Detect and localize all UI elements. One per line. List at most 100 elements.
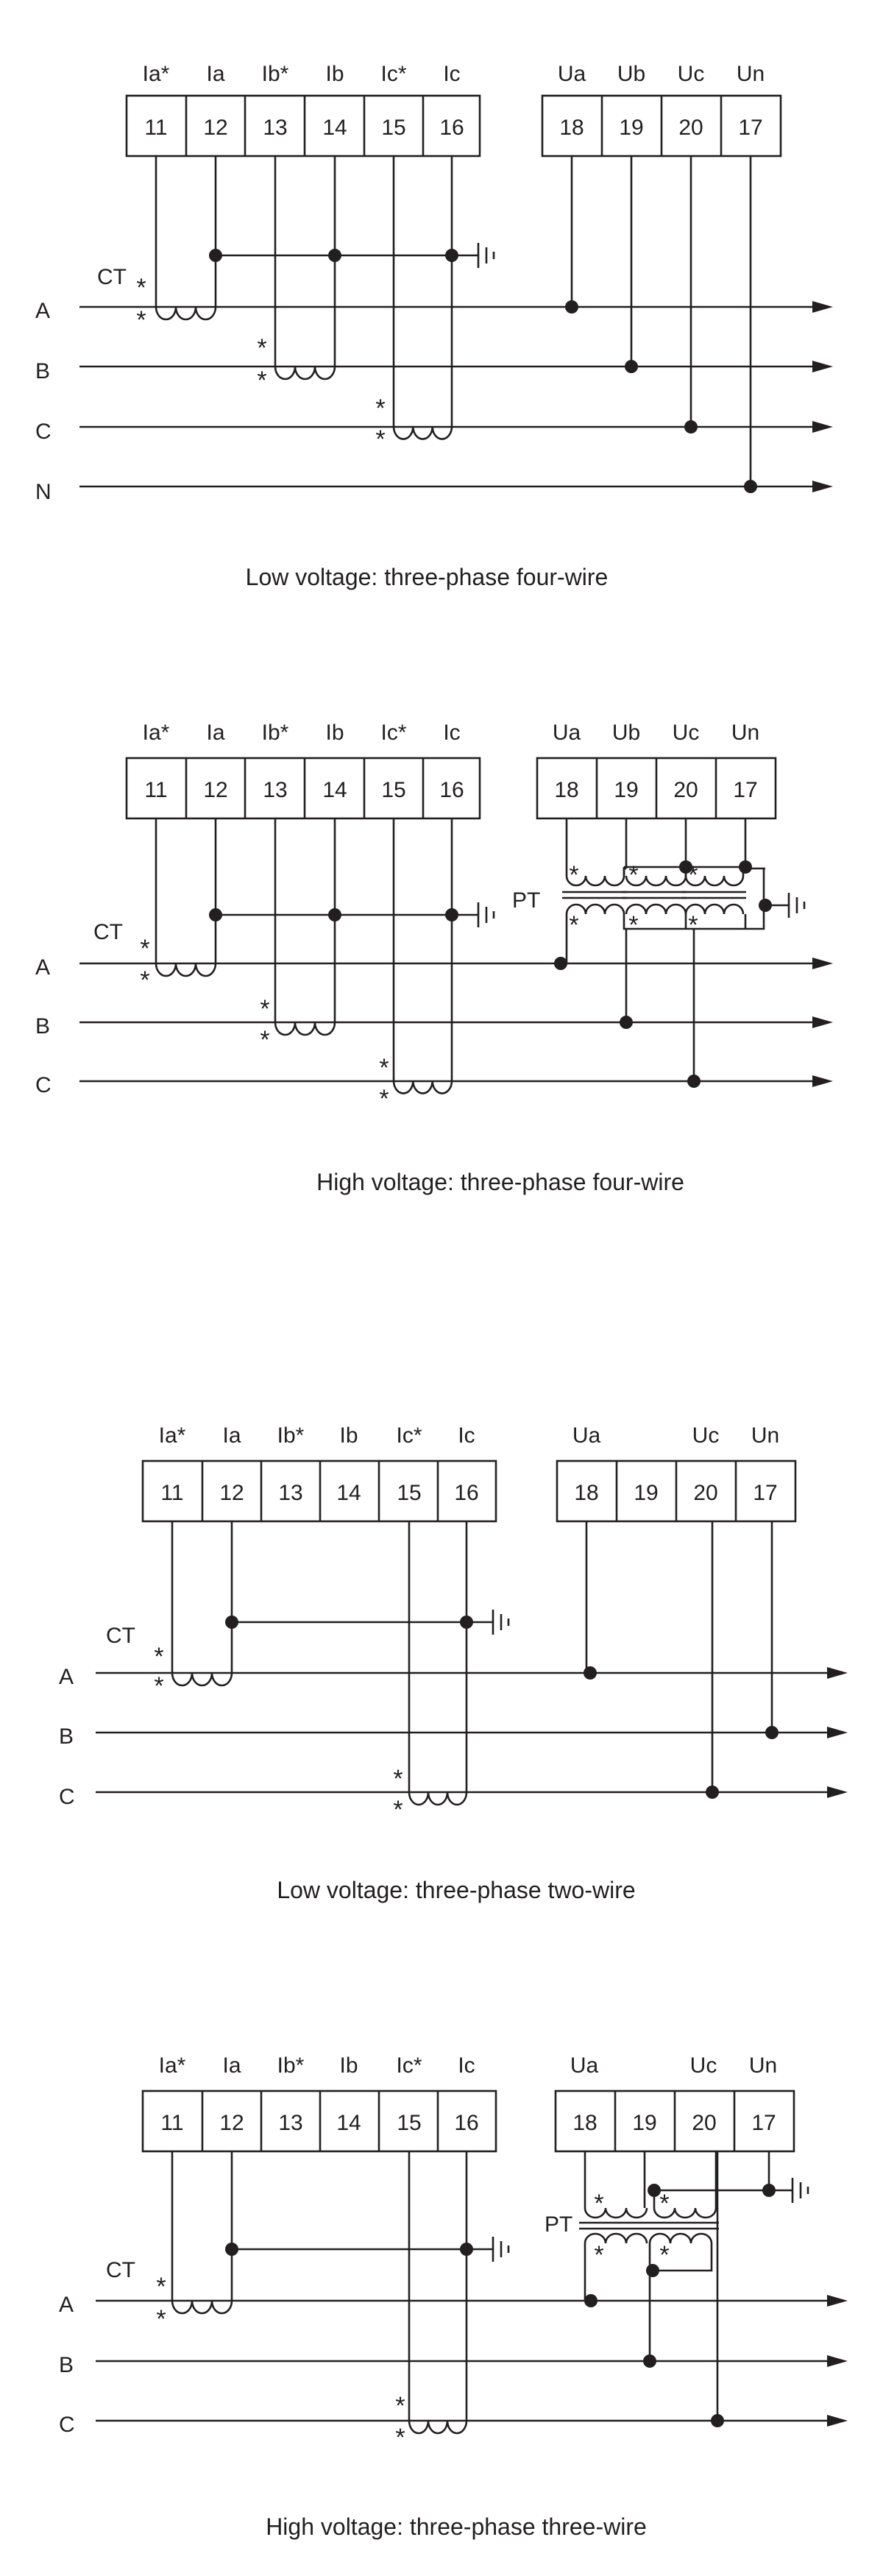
polarity-mark: * — [594, 2241, 603, 2269]
diagram-high-voltage-four-wire: Ia* Ia Ib* Ib Ic* Ic Ua Ub Uc Un 11 12 1… — [35, 721, 833, 1195]
label-ua: Ua — [570, 2053, 599, 2078]
label-ic-star: Ic* — [380, 721, 406, 745]
polarity-mark: * — [393, 1796, 403, 1824]
diagram-caption: High voltage: three-phase four-wire — [316, 1169, 684, 1195]
label-ia-star: Ia* — [159, 2053, 186, 2078]
junction-dot — [706, 1786, 719, 1799]
arrow-head — [812, 481, 833, 492]
polarity-mark: * — [659, 2241, 669, 2269]
line-label-b: B — [35, 1014, 50, 1038]
arrow-head — [812, 361, 833, 372]
label-ib-star: Ib* — [277, 1423, 305, 1448]
label-un: Un — [751, 1423, 779, 1448]
polarity-mark: * — [136, 306, 146, 334]
ct-coil-a: * * — [136, 156, 217, 334]
line-label-a: A — [59, 1665, 74, 1689]
terminal-18: 18 — [574, 1481, 598, 1505]
label-un: Un — [731, 721, 759, 745]
pt-transformers: * * * * — [579, 2151, 769, 2421]
pt-label: PT — [512, 888, 540, 913]
label-un: Un — [737, 62, 765, 86]
terminal-20: 20 — [693, 1481, 717, 1505]
polarity-mark: * — [140, 935, 149, 963]
label-ua: Ua — [572, 1423, 601, 1448]
terminal-14: 14 — [336, 2111, 361, 2135]
ct-coil-b: * * — [260, 818, 336, 1054]
line-label-b: B — [59, 1724, 74, 1749]
terminal-14: 14 — [322, 778, 347, 802]
terminal-11: 11 — [144, 778, 167, 802]
arrow-head — [827, 2415, 848, 2427]
junction-dot — [328, 249, 341, 262]
terminal-11: 11 — [160, 2111, 183, 2135]
current-terminal-block — [141, 1459, 497, 1523]
polarity-mark: * — [628, 911, 638, 939]
pt-label: PT — [545, 2212, 572, 2237]
ct-coil-c: * * — [375, 156, 453, 453]
arrow-head — [812, 301, 833, 313]
terminal-15: 15 — [397, 1481, 421, 1505]
polarity-mark: * — [688, 911, 698, 939]
junction-dot — [565, 300, 578, 314]
label-ub: Ub — [612, 721, 640, 745]
ct-coil-a: * * — [140, 818, 217, 994]
line-label-a: A — [59, 2293, 74, 2317]
label-ia: Ia — [222, 2053, 241, 2078]
label-uc: Uc — [678, 62, 705, 86]
polarity-mark: * — [628, 861, 638, 889]
label-ib: Ib — [339, 1423, 358, 1448]
label-ia: Ia — [206, 721, 224, 745]
terminal-17: 17 — [733, 778, 757, 802]
terminal-19: 19 — [619, 116, 643, 140]
label-uc: Uc — [690, 2053, 717, 2078]
polarity-mark: * — [569, 861, 578, 889]
ct-coil-a: * * — [156, 2151, 233, 2333]
junction-dot — [744, 480, 757, 493]
arrow-head — [827, 1667, 848, 1679]
junction-dot — [648, 2184, 661, 2197]
label-ia: Ia — [222, 1423, 241, 1448]
ct-coil-b: * * — [257, 156, 336, 394]
label-ia-star: Ia* — [143, 62, 170, 86]
voltage-terminal-block — [556, 1459, 797, 1523]
ct-coil-c: * * — [395, 2151, 468, 2452]
line-label-a: A — [35, 955, 50, 980]
arrow-head — [827, 1786, 848, 1798]
junction-dot — [687, 1075, 701, 1088]
arrow-head — [812, 1016, 833, 1028]
label-ib: Ib — [325, 721, 344, 745]
polarity-mark: * — [594, 2190, 603, 2218]
current-terminal-block — [141, 2090, 497, 2153]
label-ic: Ic — [443, 721, 460, 745]
terminal-17: 17 — [753, 1481, 777, 1505]
ground-icon — [492, 2237, 510, 2262]
junction-dot — [460, 1616, 473, 1629]
terminal-18: 18 — [559, 116, 584, 140]
terminal-14: 14 — [336, 1481, 361, 1505]
terminal-20: 20 — [673, 778, 698, 802]
junction-dot — [445, 908, 458, 921]
label-ib: Ib — [325, 62, 344, 86]
label-ib: Ib — [339, 2053, 358, 2078]
diagram-high-voltage-three-wire: Ia* Ia Ib* Ib Ic* Ic Ua Uc Un 11 12 13 1… — [59, 2053, 848, 2540]
ct-coil-a: * * — [154, 1521, 233, 1700]
label-ia-star: Ia* — [159, 1423, 186, 1448]
terminal-17: 17 — [738, 116, 762, 140]
label-ib-star: Ib* — [262, 721, 289, 745]
terminal-12: 12 — [203, 116, 227, 140]
terminal-18: 18 — [572, 2111, 597, 2135]
junction-dot — [643, 2354, 656, 2368]
arrow-head — [812, 958, 833, 969]
label-ua: Ua — [558, 62, 586, 86]
label-uc: Uc — [692, 1423, 720, 1448]
label-ub: Ub — [617, 62, 645, 86]
junction-dot — [711, 2414, 724, 2427]
junction-dot — [620, 1016, 633, 1029]
terminal-15: 15 — [397, 2111, 421, 2135]
junction-dot — [225, 1616, 238, 1629]
polarity-mark: * — [260, 995, 269, 1023]
voltage-terminal-block — [554, 2090, 795, 2153]
line-label-n: N — [35, 480, 52, 504]
junction-dot — [225, 2243, 238, 2256]
polarity-mark: * — [375, 425, 385, 453]
